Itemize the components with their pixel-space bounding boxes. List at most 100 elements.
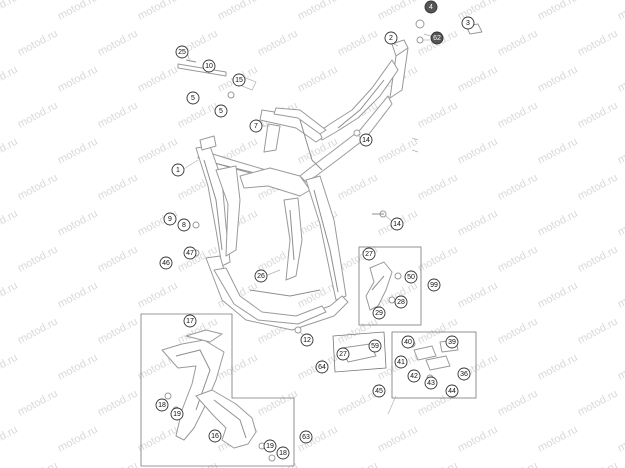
watermark-text: motod.ru xyxy=(416,244,460,275)
watermark-text: motod.ru xyxy=(496,244,540,275)
callout-25: 25 xyxy=(175,45,189,59)
callout-label: 59 xyxy=(371,343,379,350)
watermark-text: motod.ru xyxy=(416,460,460,468)
callout-7: 7 xyxy=(249,119,263,133)
callout-label: 19 xyxy=(266,443,274,450)
callout-label: 63 xyxy=(302,434,310,441)
callout-label: 17 xyxy=(186,318,194,325)
watermark-text: motod.ru xyxy=(16,316,60,347)
callout-circle xyxy=(461,16,475,30)
watermark-text: motod.ru xyxy=(0,280,20,311)
watermark-text: motod.ru xyxy=(0,136,20,167)
callout-circle xyxy=(186,91,200,105)
callout-circle xyxy=(177,218,191,232)
callout-label: 5 xyxy=(219,108,223,115)
callout-circle xyxy=(362,247,376,261)
watermark-text: motod.ru xyxy=(136,280,180,311)
watermark-text: motod.ru xyxy=(576,316,620,347)
callout-45: 45 xyxy=(372,384,386,398)
watermark-text: motod.ru xyxy=(96,388,140,419)
watermark-text: motod.ru xyxy=(336,28,380,59)
watermark-text: motod.ru xyxy=(0,64,20,95)
callout-18: 18 xyxy=(276,446,290,460)
watermark-text: motod.ru xyxy=(56,64,100,95)
callout-44: 44 xyxy=(445,384,459,398)
callout-43: 43 xyxy=(424,376,438,390)
callout-label: 1 xyxy=(176,167,180,174)
callout-label: 50 xyxy=(407,274,415,281)
watermark-text: motod.ru xyxy=(576,460,620,468)
callout-2: 2 xyxy=(384,31,398,45)
watermark-text: motod.ru xyxy=(296,0,340,23)
callout-19: 19 xyxy=(170,407,184,421)
callout-label: 18 xyxy=(158,402,166,409)
watermark-text: motod.ru xyxy=(496,316,540,347)
callout-circle xyxy=(424,0,438,14)
callout-circle xyxy=(170,407,184,421)
callout-circle xyxy=(315,360,329,374)
callout-99: 99 xyxy=(427,278,441,292)
watermark-text: motod.ru xyxy=(456,280,500,311)
watermark-text: motod.ru xyxy=(376,424,420,455)
callout-label: 26 xyxy=(257,273,265,280)
watermark-text: motod.ru xyxy=(496,388,540,419)
watermark-text: motod.ru xyxy=(136,136,180,167)
callout-27: 27 xyxy=(362,247,376,261)
callout-27: 27 xyxy=(336,347,350,361)
callout-label: 43 xyxy=(427,380,435,387)
callout-label: 25 xyxy=(178,49,186,56)
callout-circle xyxy=(249,119,263,133)
watermark-text: motod.ru xyxy=(616,136,625,167)
callout-42: 42 xyxy=(407,369,421,383)
callout-label: 18 xyxy=(279,450,287,457)
watermark-text: motod.ru xyxy=(16,28,60,59)
watermark-text: motod.ru xyxy=(176,460,220,468)
callout-circle xyxy=(202,59,216,73)
callout-39: 39 xyxy=(445,335,459,349)
callout-label: 39 xyxy=(448,339,456,346)
watermark-text: motod.ru xyxy=(176,100,220,131)
callout-circle xyxy=(232,73,246,87)
watermark-text: motod.ru xyxy=(296,64,340,95)
callout-circle xyxy=(368,339,382,353)
callout-18: 18 xyxy=(155,398,169,412)
callout-circle xyxy=(336,347,350,361)
callout-3: 3 xyxy=(461,16,475,30)
callout-label: 27 xyxy=(365,251,373,258)
callout-label: 64 xyxy=(318,364,326,371)
callout-label: 62 xyxy=(433,35,441,42)
watermark-text: motod.ru xyxy=(456,424,500,455)
callout-label: 29 xyxy=(375,310,383,317)
callout-label: 45 xyxy=(375,388,383,395)
watermark-text: motod.ru xyxy=(256,28,300,59)
callout-label: 16 xyxy=(211,433,219,440)
callout-62: 62 xyxy=(430,31,444,45)
watermark-text: motod.ru xyxy=(56,424,100,455)
callout-circle xyxy=(263,439,277,453)
watermark-text: motod.ru xyxy=(536,424,580,455)
callout-circle xyxy=(171,163,185,177)
callout-label: 5 xyxy=(191,95,195,102)
watermark-text: motod.ru xyxy=(456,208,500,239)
watermark-text: motod.ru xyxy=(376,0,420,23)
box-footrest-plate xyxy=(332,331,387,373)
callout-label: 9 xyxy=(168,216,172,223)
callout-4: 4 xyxy=(424,0,438,14)
callout-circle xyxy=(276,446,290,460)
watermark-text: motod.ru xyxy=(16,244,60,275)
watermark-text: motod.ru xyxy=(16,100,60,131)
watermark-text: motod.ru xyxy=(56,208,100,239)
callout-label: 28 xyxy=(397,299,405,306)
callout-circle xyxy=(445,335,459,349)
callout-circle xyxy=(390,217,404,231)
callout-circle xyxy=(183,246,197,260)
callout-circle xyxy=(430,31,444,45)
watermark-text: motod.ru xyxy=(256,388,300,419)
callout-circle xyxy=(427,278,441,292)
watermark-text: motod.ru xyxy=(96,28,140,59)
callout-59: 59 xyxy=(368,339,382,353)
callout-5: 5 xyxy=(214,104,228,118)
callout-label: 99 xyxy=(430,282,438,289)
callout-19: 19 xyxy=(263,439,277,453)
